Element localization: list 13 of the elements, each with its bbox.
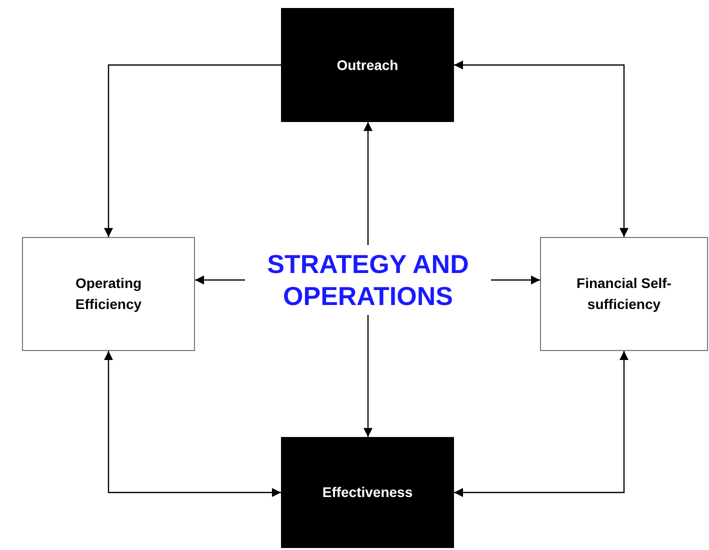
arrow — [104, 351, 281, 497]
arrow — [364, 315, 372, 437]
arrow — [454, 60, 628, 237]
arrow — [104, 64, 281, 237]
process-box: Financial Self-sufficiency — [540, 237, 708, 351]
arrow — [454, 351, 628, 497]
process-box: Effectiveness — [281, 437, 454, 548]
arrow — [491, 276, 540, 284]
process-box: Operating Efficiency — [22, 237, 195, 351]
arrow — [364, 122, 372, 245]
center-title: STRATEGY AND OPERATIONS — [245, 245, 491, 315]
process-box: Outreach — [281, 8, 454, 122]
arrow — [195, 276, 245, 284]
